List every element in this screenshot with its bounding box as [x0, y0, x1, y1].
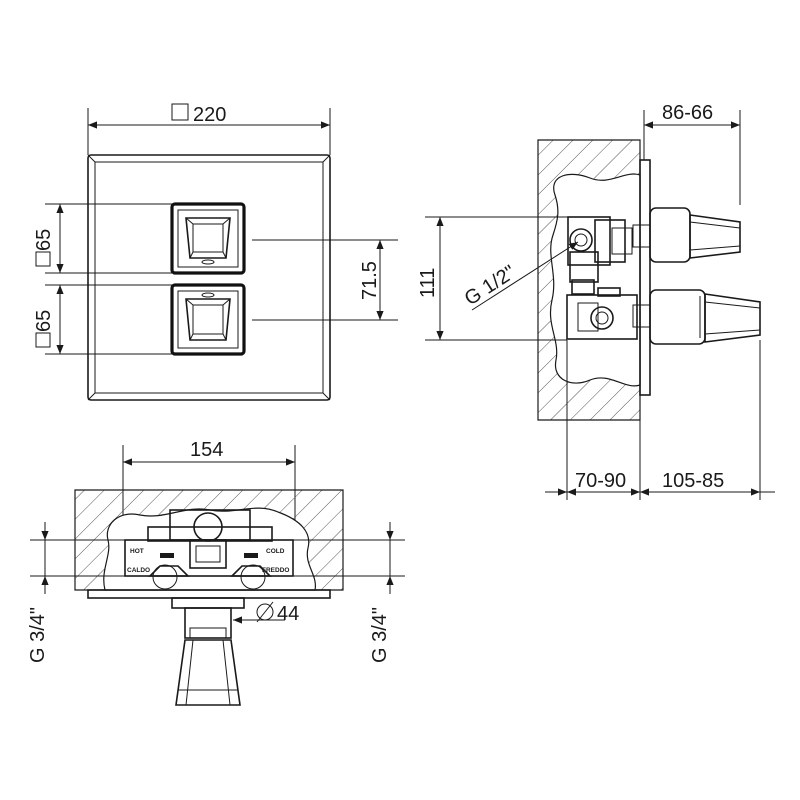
upper-side-handle — [632, 207, 741, 263]
side-depth-dimension: 86-66 — [643, 102, 741, 205]
square-symbol-icon — [171, 103, 189, 121]
left-thread-label: G 3/4" — [27, 607, 49, 663]
projection-label: 105-85 — [662, 470, 724, 492]
front-view: 220 — [33, 103, 398, 401]
diameter-callout: 44 — [233, 601, 299, 625]
caldo-label: CALDO — [127, 567, 150, 574]
cold-label: COLD — [266, 548, 285, 555]
lower-side-handle — [632, 289, 761, 345]
top-view: 154 HOT CALDO COLD FREDDO — [27, 439, 405, 706]
hot-label: HOT — [130, 548, 144, 555]
right-thread-label: G 3/4" — [369, 607, 391, 663]
front-width-label: 220 — [193, 104, 226, 126]
diameter-symbol-icon — [256, 603, 274, 621]
right-thread-dimension: G 3/4" — [293, 522, 405, 663]
front-width-dimension: 220 — [87, 103, 331, 155]
valve-body — [566, 216, 638, 340]
top-cover-plate — [87, 589, 331, 599]
top-width-label: 154 — [190, 439, 223, 461]
wall-cavity — [549, 173, 641, 387]
top-valve-body: HOT CALDO COLD FREDDO — [124, 509, 294, 590]
cover-plate-inner — [94, 161, 324, 394]
side-cover-plate — [639, 159, 651, 396]
lower-height-label: 65 — [33, 310, 55, 332]
upper-control-knob — [170, 202, 246, 275]
top-handle — [171, 597, 245, 706]
center-distance-label: 71.5 — [359, 261, 381, 300]
side-bottom-dimensions: 70-90 105-85 — [545, 340, 775, 500]
square-symbol-icon — [35, 251, 51, 267]
cover-plate — [87, 154, 331, 401]
center-distance-dimension: 71.5 — [252, 239, 398, 321]
lower-control-knob — [170, 283, 246, 356]
upper-height-label: 65 — [33, 229, 55, 251]
inlet-thread-label: G 1/2" — [461, 261, 520, 310]
side-height-dimension: 111 — [417, 216, 568, 341]
left-thread-dimension: G 3/4" — [27, 522, 125, 663]
front-height-dimensions: 65 65 — [33, 203, 172, 355]
wall-depth-label: 70-90 — [575, 470, 626, 492]
freddo-label: FREDDO — [262, 567, 289, 574]
side-view: 86-66 — [417, 102, 775, 500]
side-height-label: 111 — [417, 268, 439, 298]
square-symbol-icon — [35, 332, 51, 348]
diameter-label: 44 — [277, 603, 299, 625]
side-depth-label: 86-66 — [662, 102, 713, 124]
